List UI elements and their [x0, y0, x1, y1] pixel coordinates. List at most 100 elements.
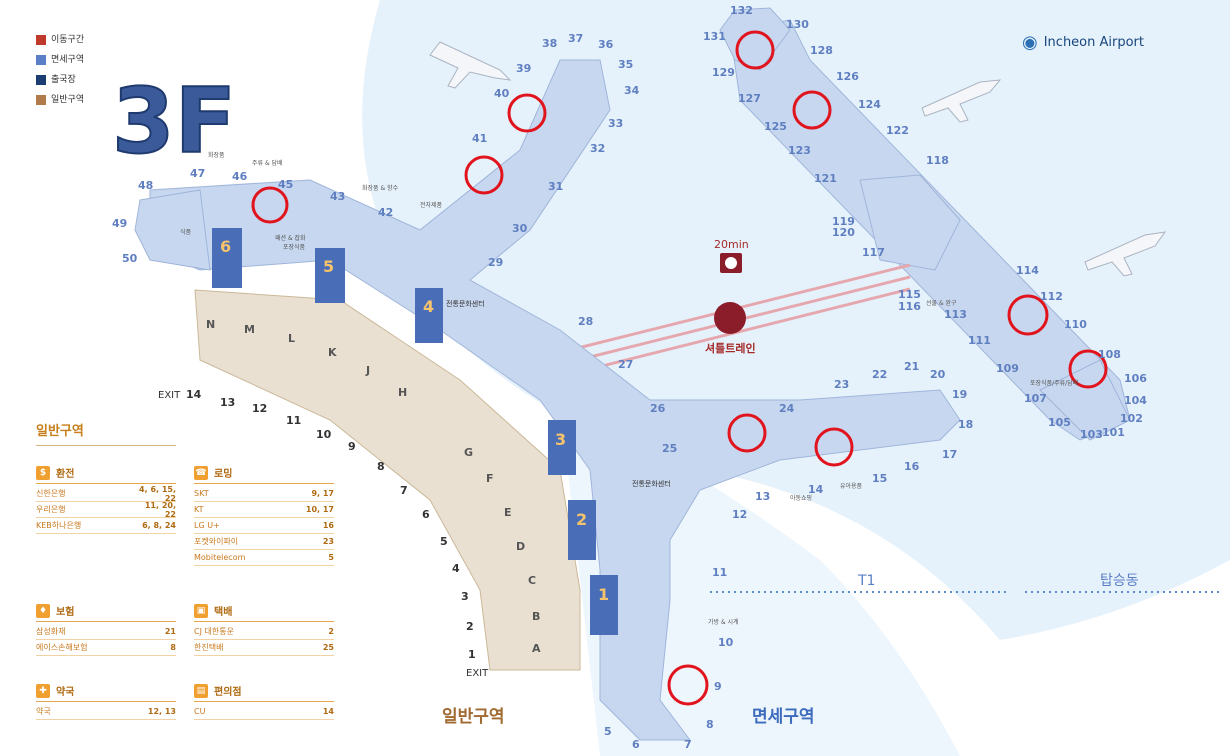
- store-annotations: 화장품 주류 & 담배 식품 화장품 & 향수 패션 & 잡화 포장식품 전자제…: [180, 151, 1078, 626]
- culture-center-label: 전통문화센터: [632, 479, 671, 488]
- gate-label: 30: [512, 222, 528, 235]
- gate-label: 14: [808, 483, 824, 496]
- gate-label: 107: [1024, 392, 1047, 405]
- shuttle-label: 셔틀트레인: [705, 341, 756, 355]
- gate-label: 131: [703, 30, 726, 43]
- gate-label: 8: [706, 718, 714, 731]
- gate-label: 124: [858, 98, 881, 111]
- gate-label: 119: [832, 215, 855, 228]
- svg-text:선물 & 완구: 선물 & 완구: [926, 299, 957, 307]
- legend-item: 일반구역: [36, 90, 84, 110]
- gate-label: 115: [898, 288, 921, 301]
- legend-item: 면세구역: [36, 50, 84, 70]
- gate-label: 27: [618, 358, 633, 371]
- gate-label: 23: [834, 378, 849, 391]
- gate-label: 102: [1120, 412, 1143, 425]
- svg-text:전자제품: 전자제품: [420, 201, 443, 209]
- counter-label: K: [328, 346, 337, 359]
- svg-text:유아용품: 유아용품: [840, 482, 863, 490]
- legend-swatch: [36, 75, 46, 85]
- counter-label: H: [398, 386, 407, 399]
- gate-label: 42: [378, 206, 393, 219]
- card-title: 약국: [56, 687, 75, 698]
- svg-text:식품: 식품: [180, 228, 192, 236]
- entrance-label: 13: [220, 396, 235, 409]
- clock-face: [725, 257, 737, 269]
- card-title: 편의점: [214, 687, 242, 698]
- gate-label: 18: [958, 418, 973, 431]
- entrance-label: 1: [468, 648, 476, 661]
- gate-label: 112: [1040, 290, 1063, 303]
- logo-mark-icon: ◉: [1022, 32, 1038, 53]
- svg-text:가방 & 시계: 가방 & 시계: [708, 618, 739, 626]
- departure-halls: [212, 228, 618, 635]
- t1-label: T1: [857, 573, 875, 589]
- entrance-label: 7: [400, 484, 408, 497]
- entrance-label: 5: [440, 535, 448, 548]
- gate-label: 22: [872, 368, 887, 381]
- pharmacy-icon: ✚: [36, 683, 50, 698]
- gate-label: 49: [112, 217, 127, 230]
- gate-label: 126: [836, 70, 859, 83]
- gate-label: 12: [732, 508, 747, 521]
- counter-label: F: [486, 472, 494, 485]
- gate-label: 103: [1080, 428, 1103, 441]
- counter-label: M: [244, 323, 255, 336]
- gate-label: 31: [548, 180, 563, 193]
- entrance-label: 10: [316, 428, 332, 441]
- svg-text:포장식품/주류/담배: 포장식품/주류/담배: [1030, 379, 1078, 387]
- entrance-label: 14: [186, 388, 202, 401]
- gate-label: 114: [1016, 264, 1039, 277]
- hall-label: 2: [576, 510, 587, 529]
- gate-label: 34: [624, 84, 640, 97]
- hall-label: 5: [323, 257, 334, 276]
- gate-label: 106: [1124, 372, 1147, 385]
- airplane-icon: [429, 41, 1167, 277]
- exit-bottom-label: EXIT: [466, 668, 489, 679]
- gate-label: 37: [568, 32, 583, 45]
- floor-badge: 3F: [111, 68, 237, 175]
- svg-text:주류 & 담배: 주류 & 담배: [252, 159, 283, 167]
- gate-label: 129: [712, 66, 735, 79]
- counter-label: N: [206, 318, 215, 331]
- gate-label: 39: [516, 62, 531, 75]
- gate-label: 6: [632, 738, 640, 751]
- gate-label: 123: [788, 144, 811, 157]
- legend-label: 일반구역: [51, 95, 85, 105]
- service-row: LG U+16: [194, 518, 334, 534]
- gate-label: 117: [862, 246, 885, 259]
- check-in-counters: A B C D E F G H J K L M N: [206, 318, 541, 655]
- counter-label: C: [528, 574, 536, 587]
- gate-label: 118: [926, 154, 949, 167]
- gate-label: 32: [590, 142, 605, 155]
- gate-label: 21: [904, 360, 919, 373]
- gate-label: 109: [996, 362, 1019, 375]
- gate-label: 35: [618, 58, 633, 71]
- gate-label: 20: [930, 368, 946, 381]
- gate-label: 10: [718, 636, 734, 649]
- gate-label: 101: [1102, 426, 1125, 439]
- svg-text:화장품 & 향수: 화장품 & 향수: [362, 184, 399, 192]
- gate-label: 46: [232, 170, 248, 183]
- gate-labels-concourse: 101 102 103 104 105 106 107 108 109 110 …: [703, 4, 1147, 441]
- gate-label: 25: [662, 442, 677, 455]
- card-title: 로밍: [214, 469, 233, 480]
- boarding-label: 탑승동: [1100, 573, 1139, 589]
- phone-icon: ☎: [194, 465, 208, 480]
- shuttle-station[interactable]: 20min 셔틀트레인: [705, 238, 756, 355]
- entrance-numbers: 1 2 3 4 5 6 7 8 9 10 11 12 13 14: [186, 388, 476, 661]
- dutyfree-zone-label: 면세구역: [752, 707, 815, 727]
- gate-label: 130: [786, 18, 809, 31]
- gate-label: 116: [898, 300, 921, 313]
- gate-label: 111: [968, 334, 991, 347]
